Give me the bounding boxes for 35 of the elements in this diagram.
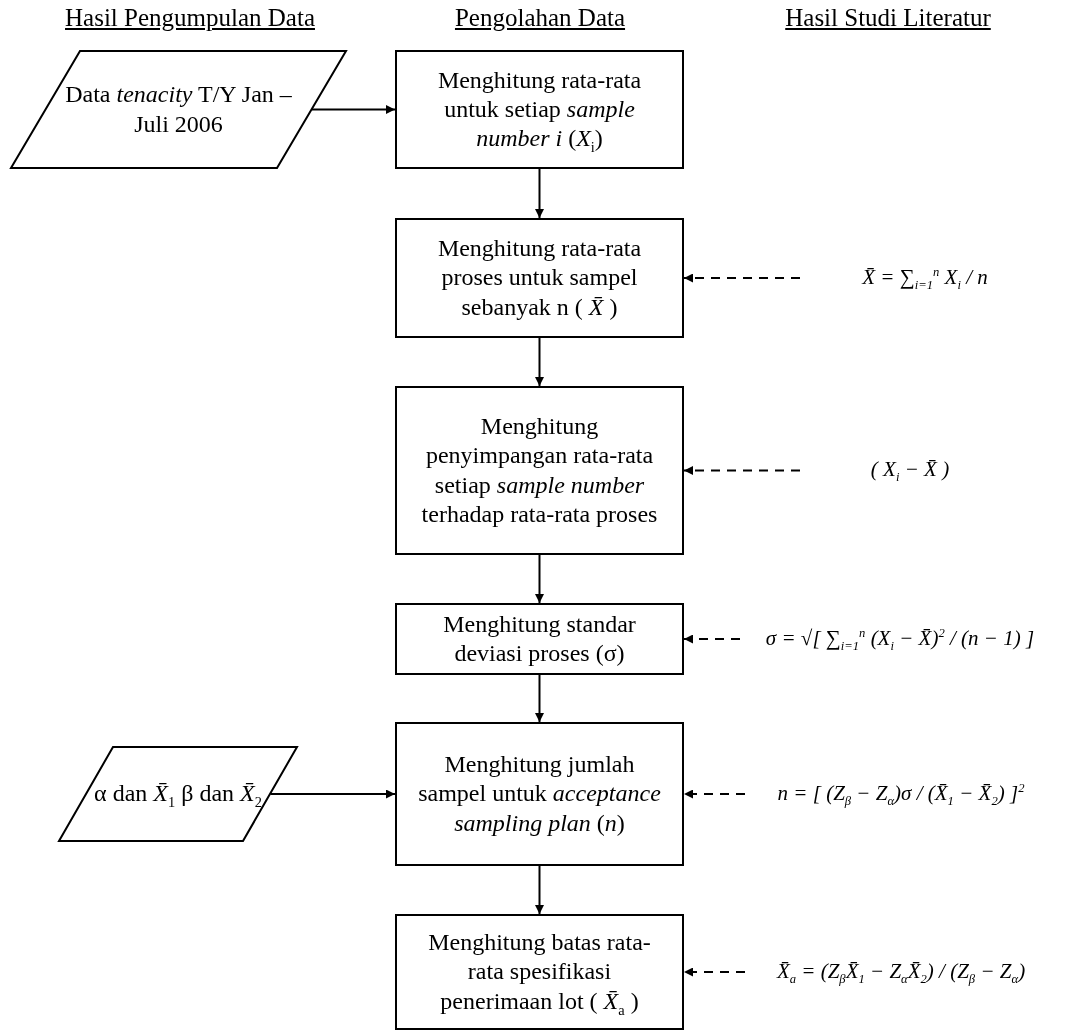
process-box xyxy=(395,603,684,675)
process-text: Menghitung penyimpangan rata-rata setiap sample number terhadap rata-rata proses xyxy=(420,411,659,529)
arrow xyxy=(683,273,801,283)
arrow xyxy=(535,865,544,915)
arrow xyxy=(535,674,544,723)
process-text: Menghitung rata-rata untuk setiap sample number i (X$_{i}$) xyxy=(436,65,643,154)
process-text: Menghitung rata-rata proses untuk sampel sebanyak n ( X̄ ) xyxy=(436,234,643,322)
column-heading: Pengolahan Data xyxy=(454,4,626,32)
arrow xyxy=(535,337,544,387)
arrow xyxy=(683,634,741,644)
arrow xyxy=(535,554,544,604)
process-box xyxy=(395,386,684,555)
input-parallelogram xyxy=(10,50,347,169)
process-box xyxy=(395,218,684,338)
arrow xyxy=(683,466,801,475)
input-parallelogram xyxy=(58,746,298,842)
process-text: Menghitung batas rata-rata spesifikasi penerimaan lot ( X̄$_{a}$ ) xyxy=(427,928,652,1016)
process-box xyxy=(395,50,684,169)
arrow xyxy=(311,105,396,114)
process-box xyxy=(395,722,684,866)
process-text: Menghitung standar deviasi proses (σ) xyxy=(442,609,637,668)
formula: X̄$_{a}$ = (Z$_{β}$X̄$_{1}$ − Z$_{α}$X̄$_{2}$) / (Z$_{β}$ − Z$_{α}$) xyxy=(776,958,1026,986)
formula: n = [ (Z$_{β}$ − Z$_{α}$)σ / (X̄$_{1}$ − X̄$_{2}$) ]$^{2}$ xyxy=(777,780,1025,808)
input-text: Data tenacity T/Y Jan – Juli 2006 xyxy=(64,80,293,139)
formula: ( X$_{i}$ − X̄ ) xyxy=(870,456,950,484)
process-text: Menghitung jumlah sampel untuk acceptance sampling plan (n) xyxy=(417,750,662,838)
column-heading: Hasil Studi Literatur xyxy=(785,4,991,32)
arrow xyxy=(535,168,544,219)
formula: σ = √[ ∑$_{i=1}$$^{n}$ (X$_{i}$ − X̄)$^{2}$ / (n − 1) ] xyxy=(765,625,1035,653)
process-box xyxy=(395,914,684,1030)
arrow xyxy=(683,789,746,799)
input-text: α dan X̄$_{1}$ β dan X̄$_{2}$ xyxy=(94,779,262,809)
formula: X̄ = ∑$_{i=1}$$^{n}$ X$_{i}$ / n xyxy=(862,264,988,292)
arrow xyxy=(683,967,746,977)
column-heading: Hasil Pengumpulan Data xyxy=(65,4,315,32)
